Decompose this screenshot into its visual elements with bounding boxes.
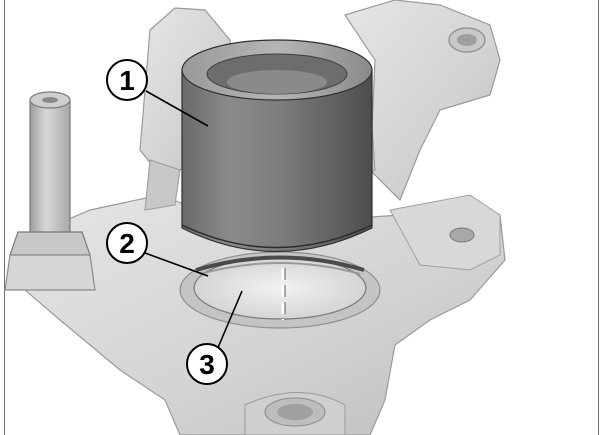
callout-3-circle <box>186 343 228 385</box>
frame-right-border <box>598 0 599 435</box>
seal-ring <box>195 255 365 272</box>
caliper-body <box>19 0 506 435</box>
callout-2-leader <box>144 252 209 277</box>
callout-1: 1 <box>106 59 209 127</box>
callout-2-circle <box>106 222 148 264</box>
callout-3-leader <box>216 290 243 351</box>
sleeve <box>181 39 373 252</box>
callout-2-number: 2 <box>119 228 135 259</box>
bleed-bolt <box>4 91 96 291</box>
callout-1-circle <box>106 59 148 101</box>
callout-3: 3 <box>186 290 243 385</box>
caliper-bore <box>179 251 381 329</box>
frame-left-border <box>4 0 5 435</box>
callout-2: 2 <box>106 222 209 277</box>
callout-1-number: 1 <box>119 65 135 96</box>
callout-3-number: 3 <box>199 349 215 380</box>
callout-1-leader <box>145 90 209 127</box>
